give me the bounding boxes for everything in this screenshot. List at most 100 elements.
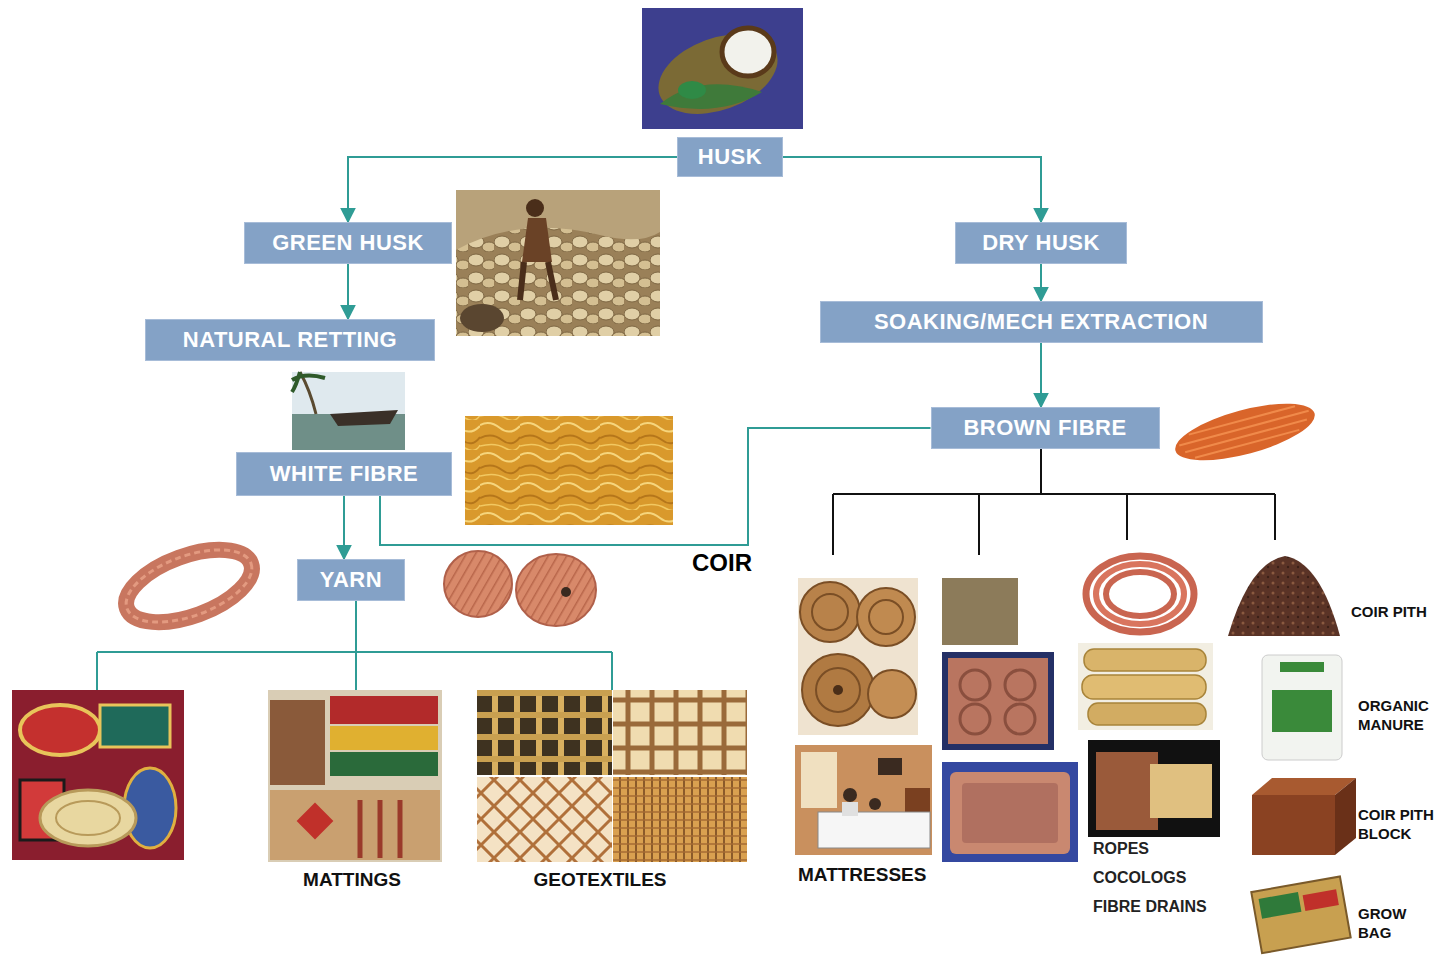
hank-strands [117,535,262,637]
bundle [1170,392,1320,472]
connector-arrow [348,157,677,222]
photo-ground [268,690,442,862]
box-text: DRY HUSK [982,230,1100,256]
geotextile [477,690,612,775]
product-label: COIR PITH [1351,603,1427,622]
box-text: WHITE FIBRE [270,461,419,487]
worker-legs [520,262,556,300]
cocolog [1088,703,1206,725]
photo-ground [12,690,184,860]
pot-cell [1005,704,1035,734]
connector-arrow [1040,264,1042,301]
connector-arrow [1040,343,1042,407]
roll [868,670,916,718]
spool [444,551,512,617]
process-box: WHITE FIBRE [236,452,452,496]
coconut-kernel [722,28,774,76]
mats-photo [12,690,184,860]
photo-ground [1078,643,1213,730]
sky [292,372,405,414]
roll [869,600,903,634]
matting-roll [330,696,438,724]
geotextiles-photo [477,690,747,862]
cocologs-photo [1078,643,1213,730]
palm-trunk [300,372,316,414]
person [869,798,881,810]
worker-head [526,199,544,217]
fibre-drain [1150,764,1212,818]
box-text: NATURAL RETTING [183,327,397,353]
process-box: YARN [297,559,405,601]
photo-ground [456,190,660,336]
mat [100,705,170,747]
bag-label [1272,690,1332,732]
braided-mat [56,801,120,835]
connector-arrow [380,428,931,545]
product-label: MATTRESSES [798,863,926,887]
process-box: DRY HUSK [955,222,1127,264]
product-label: GROW BAG [1358,905,1414,943]
roll [816,668,860,712]
process-box: NATURAL RETTING [145,319,435,361]
coconut-photo [642,8,803,129]
bundle-strands [1177,403,1313,461]
product-label: ROPES [1093,839,1149,859]
product-label: COCOLOGS [1093,868,1186,888]
mattress [818,812,930,848]
matting-floor [270,790,440,860]
matting-roll [330,726,438,750]
process-box: HUSK [677,137,783,177]
branch-line [97,601,612,690]
grow-bag [1251,876,1350,953]
roll [800,582,860,642]
pot-tray [948,658,1048,744]
manure-bag [1262,655,1342,760]
box-text: SOAKING/MECH EXTRACTION [874,309,1208,335]
grow-bag-box [1251,876,1350,953]
roll [857,588,915,646]
grow-bag-print [1259,892,1302,919]
product-label: COIR PITH BLOCK [1358,806,1450,844]
palm-leaves [292,372,325,392]
tray [950,772,1070,854]
block-side [1335,778,1356,855]
person [842,802,858,816]
picture-frame [878,758,902,775]
connector-arrow [783,157,1041,222]
fibre-drain-photo [1088,740,1220,837]
photo-ground [642,8,803,129]
room-wall [795,745,932,855]
grow-bag-print [1303,889,1339,911]
coconut-green [678,81,706,99]
spool [516,554,596,626]
edge-label: COIR [690,548,754,578]
photo-ground [1088,740,1220,837]
matting-roll [330,752,438,776]
process-box: GREEN HUSK [244,222,452,264]
worker-body [522,218,552,262]
rope [1086,556,1194,632]
connector-arrow [347,264,349,319]
photo-ground [798,578,918,735]
box-text: YARN [320,567,382,593]
product-label: FIBRE DRAINS [1093,897,1207,917]
coir-pith-pile [1228,556,1340,636]
hank [117,535,262,637]
pot-tray-photo [942,652,1054,750]
branch-line [833,449,1275,555]
matting-motif [297,803,334,840]
pot-cell [960,670,990,700]
coir-rolls-photo [798,578,918,735]
roll-hole [833,685,843,695]
tray [962,783,1058,843]
roll [812,594,848,630]
pot-cell [960,704,990,734]
window [801,752,837,808]
brown-fibre-bundle [1170,392,1320,472]
process-box: SOAKING/MECH EXTRACTION [820,301,1263,343]
process-box: BROWN FIBRE [931,407,1160,449]
product-label: ORGANIC MANURE [1358,697,1450,735]
cocolog [1084,649,1206,671]
